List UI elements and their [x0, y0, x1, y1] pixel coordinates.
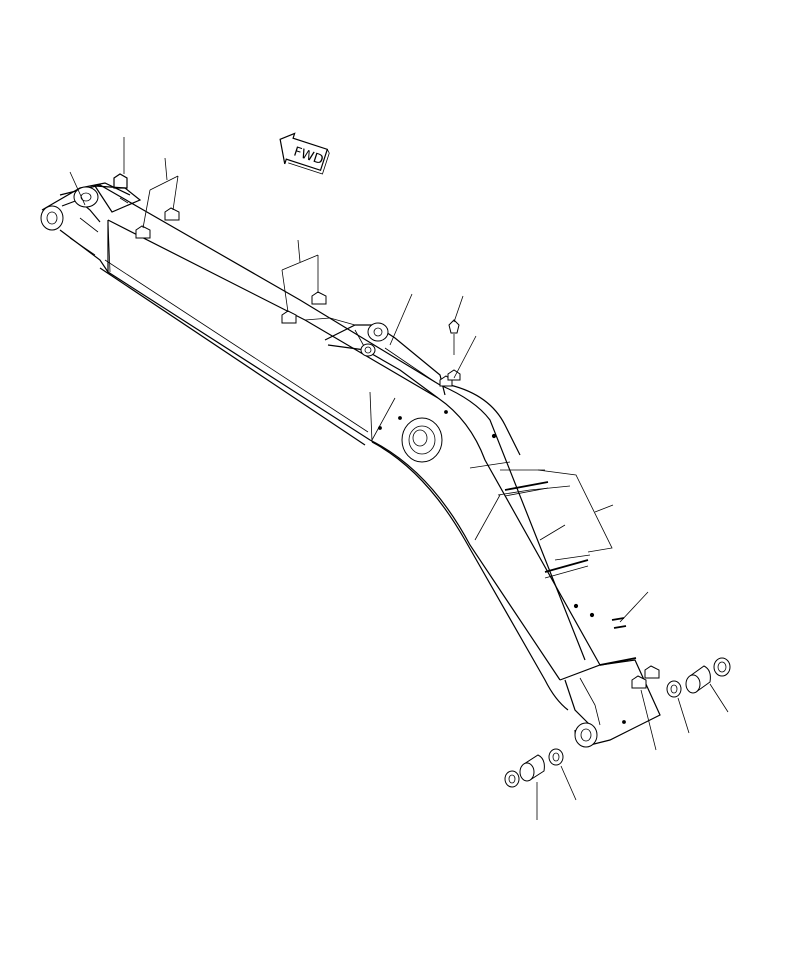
- arm-cylinder-bracket: [324, 293, 477, 399]
- fwd-direction-marker: FWD: [279, 132, 330, 175]
- name-plate: [611, 591, 649, 629]
- fwd-label: FWD: [292, 145, 325, 169]
- boom-foot: [40, 137, 142, 273]
- seal-ring: [713, 657, 731, 677]
- hose-guides: [491, 433, 614, 618]
- clamp: [311, 291, 327, 305]
- clamp: [644, 665, 660, 679]
- arm-pin-boss: [574, 722, 598, 748]
- bushing-set-bottom: [504, 748, 577, 820]
- seal-ring: [666, 680, 682, 698]
- seal-ring: [504, 770, 520, 788]
- clamp: [164, 207, 180, 221]
- boom-body: [59, 184, 601, 711]
- hose-clamps: [135, 157, 327, 324]
- boom-top: [559, 657, 661, 751]
- arrow-left-icon: [279, 132, 329, 172]
- clamp: [631, 675, 647, 689]
- clamp: [281, 310, 297, 324]
- bushing-set-right: [666, 657, 731, 734]
- clamp: [135, 225, 151, 239]
- grease-fitting: [448, 319, 460, 334]
- boom-cylinder-pin-boss: [378, 410, 448, 463]
- seal-ring: [548, 748, 564, 766]
- boom-foot-pin-boss: [40, 205, 64, 231]
